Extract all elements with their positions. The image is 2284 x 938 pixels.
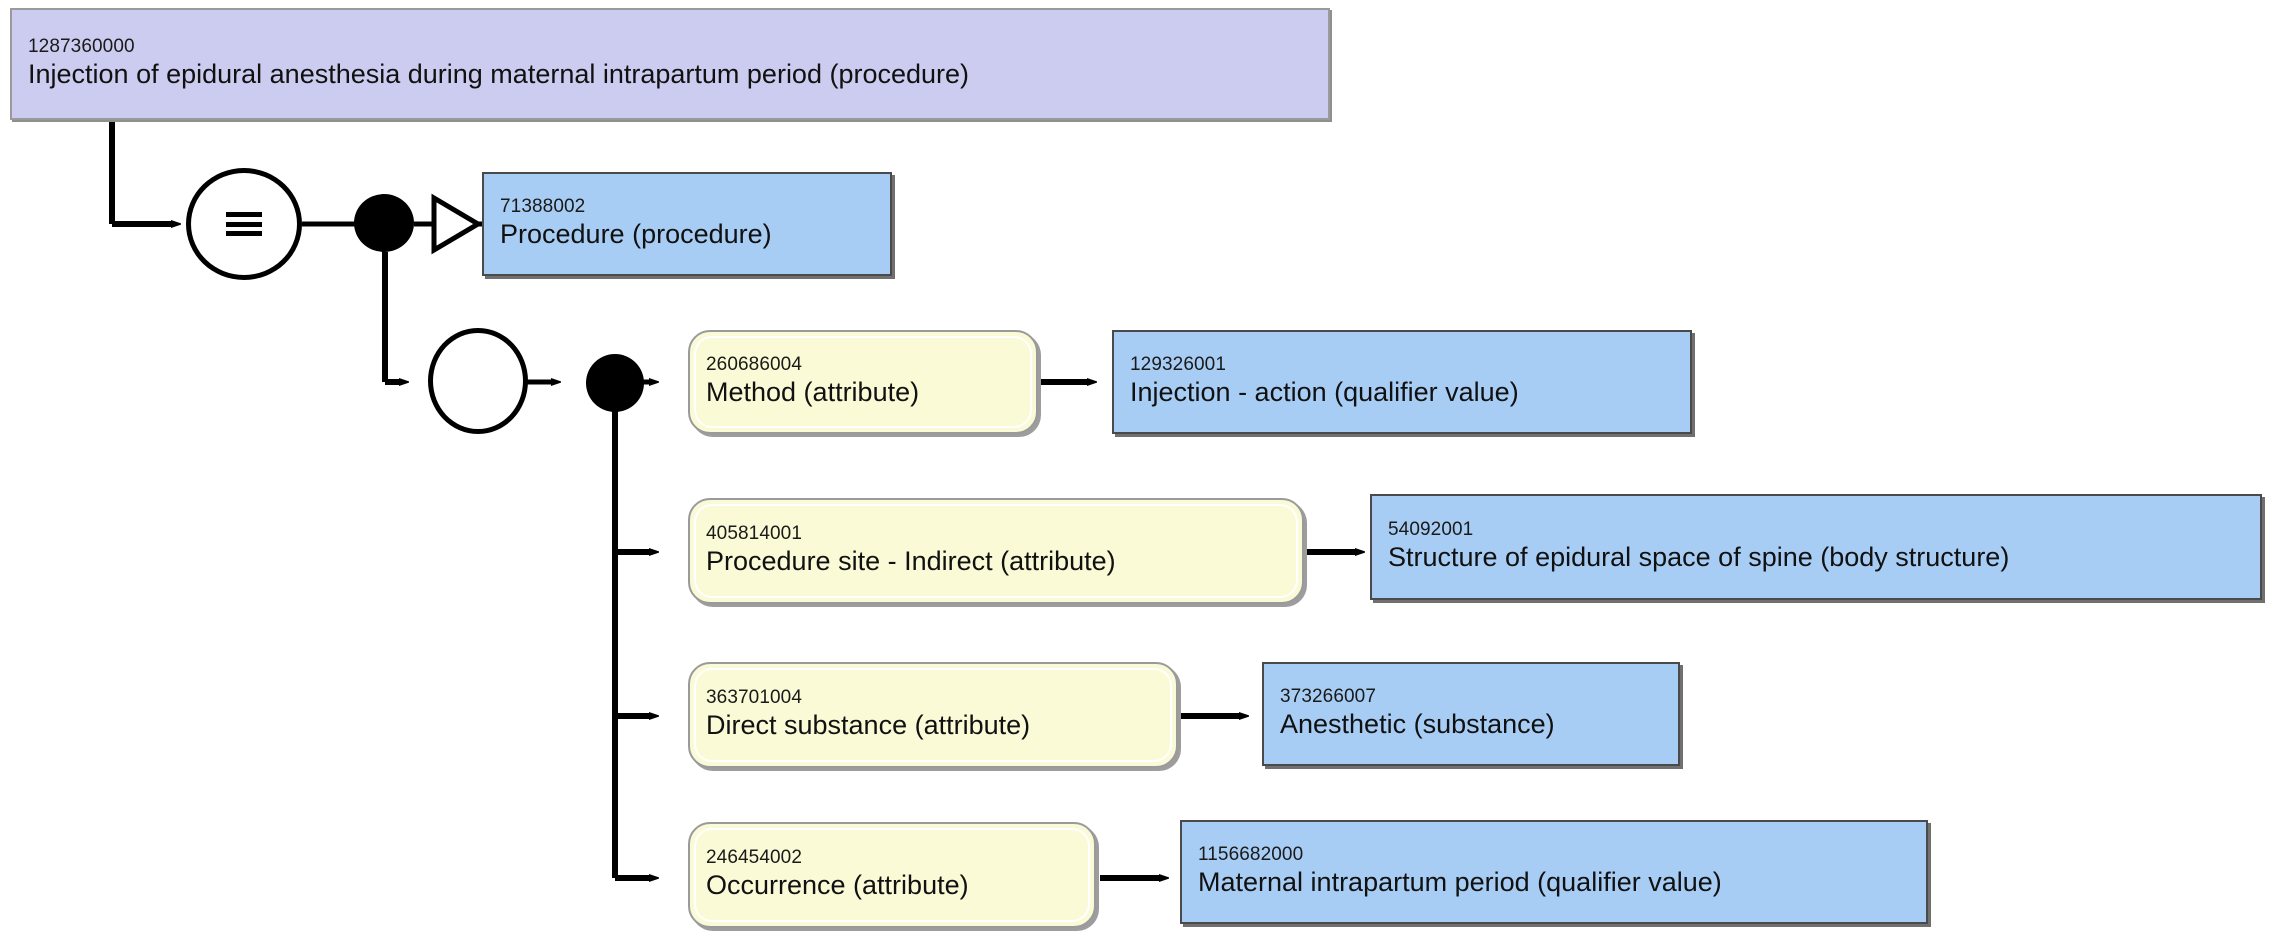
value-term: Anesthetic (substance) xyxy=(1280,709,1555,740)
parent-concept-term: Procedure (procedure) xyxy=(500,219,772,250)
attribute-sctid: 363701004 xyxy=(706,686,803,708)
conjunction-dot-parents xyxy=(354,194,414,252)
focus-concept-sctid: 1287360000 xyxy=(28,35,135,57)
attribute-node-procedure-site-indirect[interactable]: 405814001 Procedure site - Indirect (att… xyxy=(688,498,1304,604)
value-sctid: 129326001 xyxy=(1130,353,1227,375)
attribute-term: Procedure site - Indirect (attribute) xyxy=(706,546,1116,577)
value-node-epidural-space-structure[interactable]: 54092001 Structure of epidural space of … xyxy=(1370,494,2262,600)
attribute-node-method[interactable]: 260686004 Method (attribute) xyxy=(688,330,1038,434)
attribute-sctid: 260686004 xyxy=(706,353,803,375)
attribute-node-occurrence[interactable]: 246454002 Occurrence (attribute) xyxy=(688,822,1096,928)
triple-bar-glyph xyxy=(226,212,262,236)
value-node-anesthetic[interactable]: 373266007 Anesthetic (substance) xyxy=(1262,662,1680,766)
value-term: Injection - action (qualifier value) xyxy=(1130,377,1519,408)
value-sctid: 373266007 xyxy=(1280,685,1377,707)
attribute-term: Method (attribute) xyxy=(706,377,920,408)
focus-concept-term: Injection of epidural anesthesia during … xyxy=(28,59,970,90)
value-node-injection-action[interactable]: 129326001 Injection - action (qualifier … xyxy=(1112,330,1692,434)
value-node-maternal-intrapartum-period[interactable]: 1156682000 Maternal intrapartum period (… xyxy=(1180,820,1928,924)
value-sctid: 1156682000 xyxy=(1198,843,1304,865)
attribute-term: Direct substance (attribute) xyxy=(706,710,1031,741)
parent-concept-node[interactable]: 71388002 Procedure (procedure) xyxy=(482,172,892,276)
definition-status-defined-icon xyxy=(186,168,302,280)
parent-concept-sctid: 71388002 xyxy=(500,195,586,217)
conjunction-dot-role-group xyxy=(586,354,644,412)
attribute-node-direct-substance[interactable]: 363701004 Direct substance (attribute) xyxy=(688,662,1178,768)
value-sctid: 54092001 xyxy=(1388,518,1474,540)
focus-concept-node[interactable]: 1287360000 Injection of epidural anesthe… xyxy=(10,8,1330,120)
value-term: Maternal intrapartum period (qualifier v… xyxy=(1198,867,1722,898)
attribute-sctid: 405814001 xyxy=(706,522,803,544)
value-term: Structure of epidural space of spine (bo… xyxy=(1388,542,2010,573)
attribute-sctid: 246454002 xyxy=(706,846,803,868)
attribute-term: Occurrence (attribute) xyxy=(706,870,969,901)
role-group-icon xyxy=(428,328,528,434)
